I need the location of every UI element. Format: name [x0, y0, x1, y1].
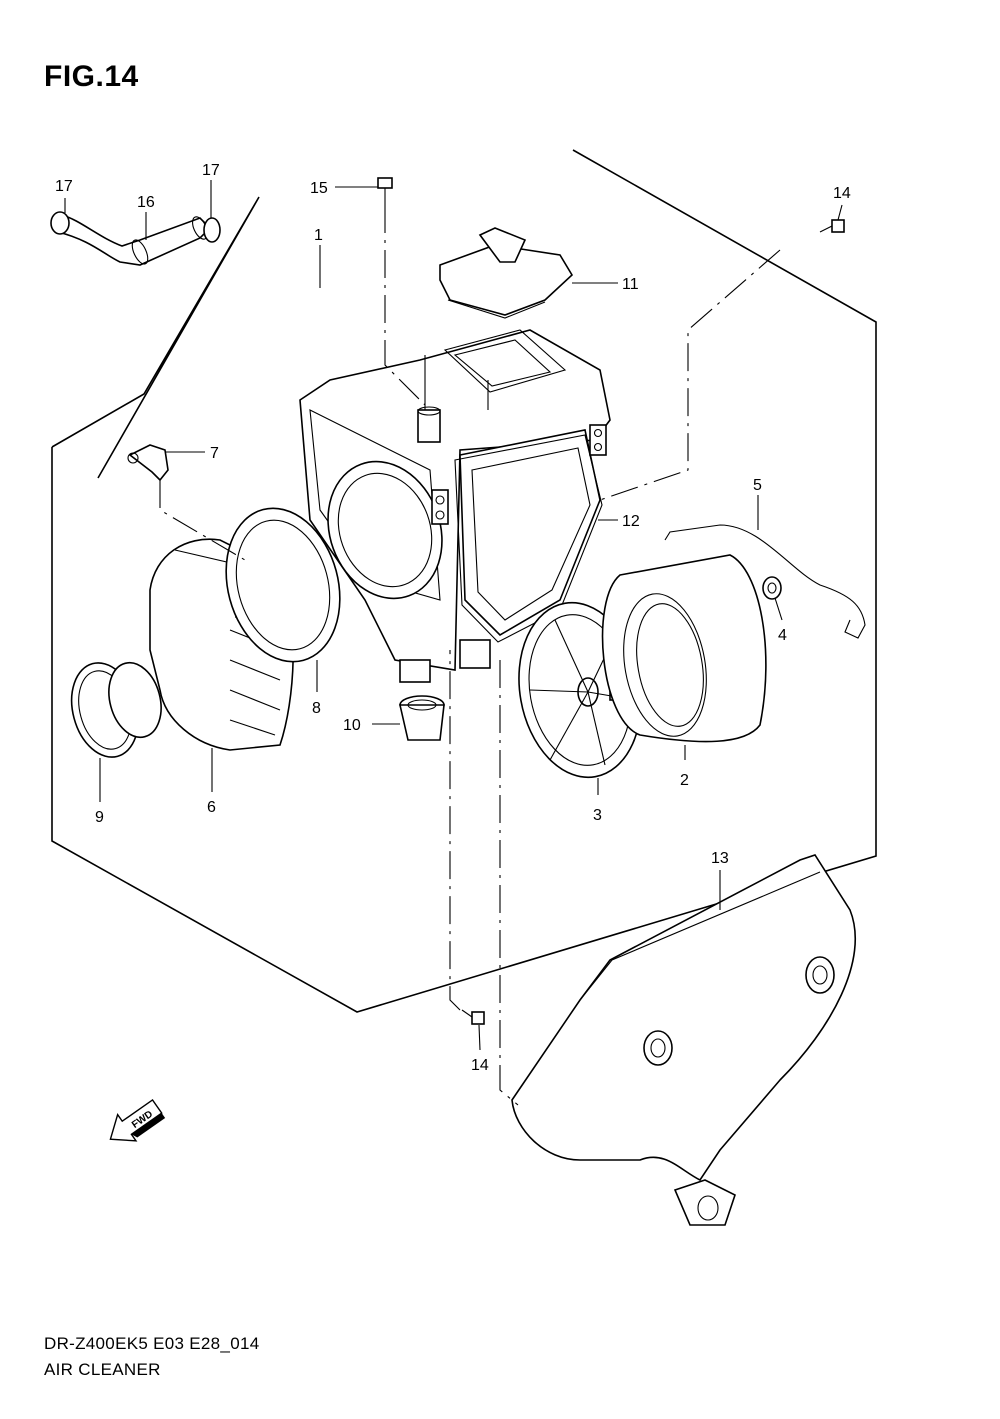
callout-6: 6 — [207, 799, 216, 816]
clamp-part-17-left — [50, 211, 70, 235]
callout-5: 5 — [753, 477, 762, 494]
callout-11: 11 — [622, 276, 639, 293]
callout-2: 2 — [680, 772, 689, 789]
callout-8: 8 — [312, 700, 321, 717]
dash-line-screw-14-upper — [599, 249, 781, 501]
screw-part-14-upper — [819, 219, 845, 233]
callout-4: 4 — [778, 627, 787, 644]
intake-pipe-mouth — [108, 661, 162, 739]
dash-line-screw-15 — [384, 205, 426, 406]
callout-16: 16 — [137, 194, 155, 211]
leader-14-upper — [837, 204, 843, 221]
breather-hose-part-16 — [57, 214, 212, 266]
spring-part-5 — [664, 524, 866, 639]
assembly-outline — [51, 149, 877, 1013]
washer-part-4 — [762, 576, 782, 600]
callout-12: 12 — [622, 513, 640, 530]
figure-title: FIG.14 — [44, 60, 139, 93]
dash-line-joint-7 — [159, 480, 246, 561]
leader-4 — [774, 597, 783, 621]
seal-part-8 — [225, 507, 341, 663]
drain-part-10 — [398, 695, 445, 741]
callout-10: 10 — [343, 717, 361, 734]
dash-line-cover-13 — [499, 660, 519, 1106]
fwd-arrow-icon: FWD — [109, 1098, 166, 1142]
callout-17-right: 17 — [202, 162, 220, 179]
figure-name: AIR CLEANER — [44, 1360, 161, 1379]
washer-part-4-hole — [767, 582, 777, 594]
callout-1: 1 — [314, 227, 323, 244]
callout-13: 13 — [711, 850, 729, 867]
dash-line-screw-14-lower — [449, 650, 461, 1011]
assembly-outline-left-notch — [51, 196, 260, 479]
screw-part-14-lower — [461, 1009, 485, 1025]
clamp-part-17-right — [203, 217, 221, 243]
leader-14-lower — [478, 1024, 481, 1051]
callout-9: 9 — [95, 809, 104, 826]
frame-cover-part-13 — [511, 854, 856, 1226]
callout-17-left: 17 — [55, 178, 73, 195]
cap-part-11 — [439, 227, 574, 319]
seal-part-8-inner — [235, 519, 331, 651]
filter-element-part-2 — [601, 554, 767, 743]
callout-3: 3 — [593, 807, 602, 824]
joint-part-7 — [127, 444, 169, 482]
callout-14-lower: 14 — [471, 1057, 489, 1074]
callout-7: 7 — [210, 445, 219, 462]
callout-15: 15 — [310, 180, 328, 197]
model-code: DR-Z400EK5 E03 E28_014 — [44, 1334, 260, 1353]
callout-14-upper: 14 — [833, 185, 851, 202]
air-cleaner-case — [299, 329, 611, 683]
screw-part-15 — [377, 177, 393, 205]
